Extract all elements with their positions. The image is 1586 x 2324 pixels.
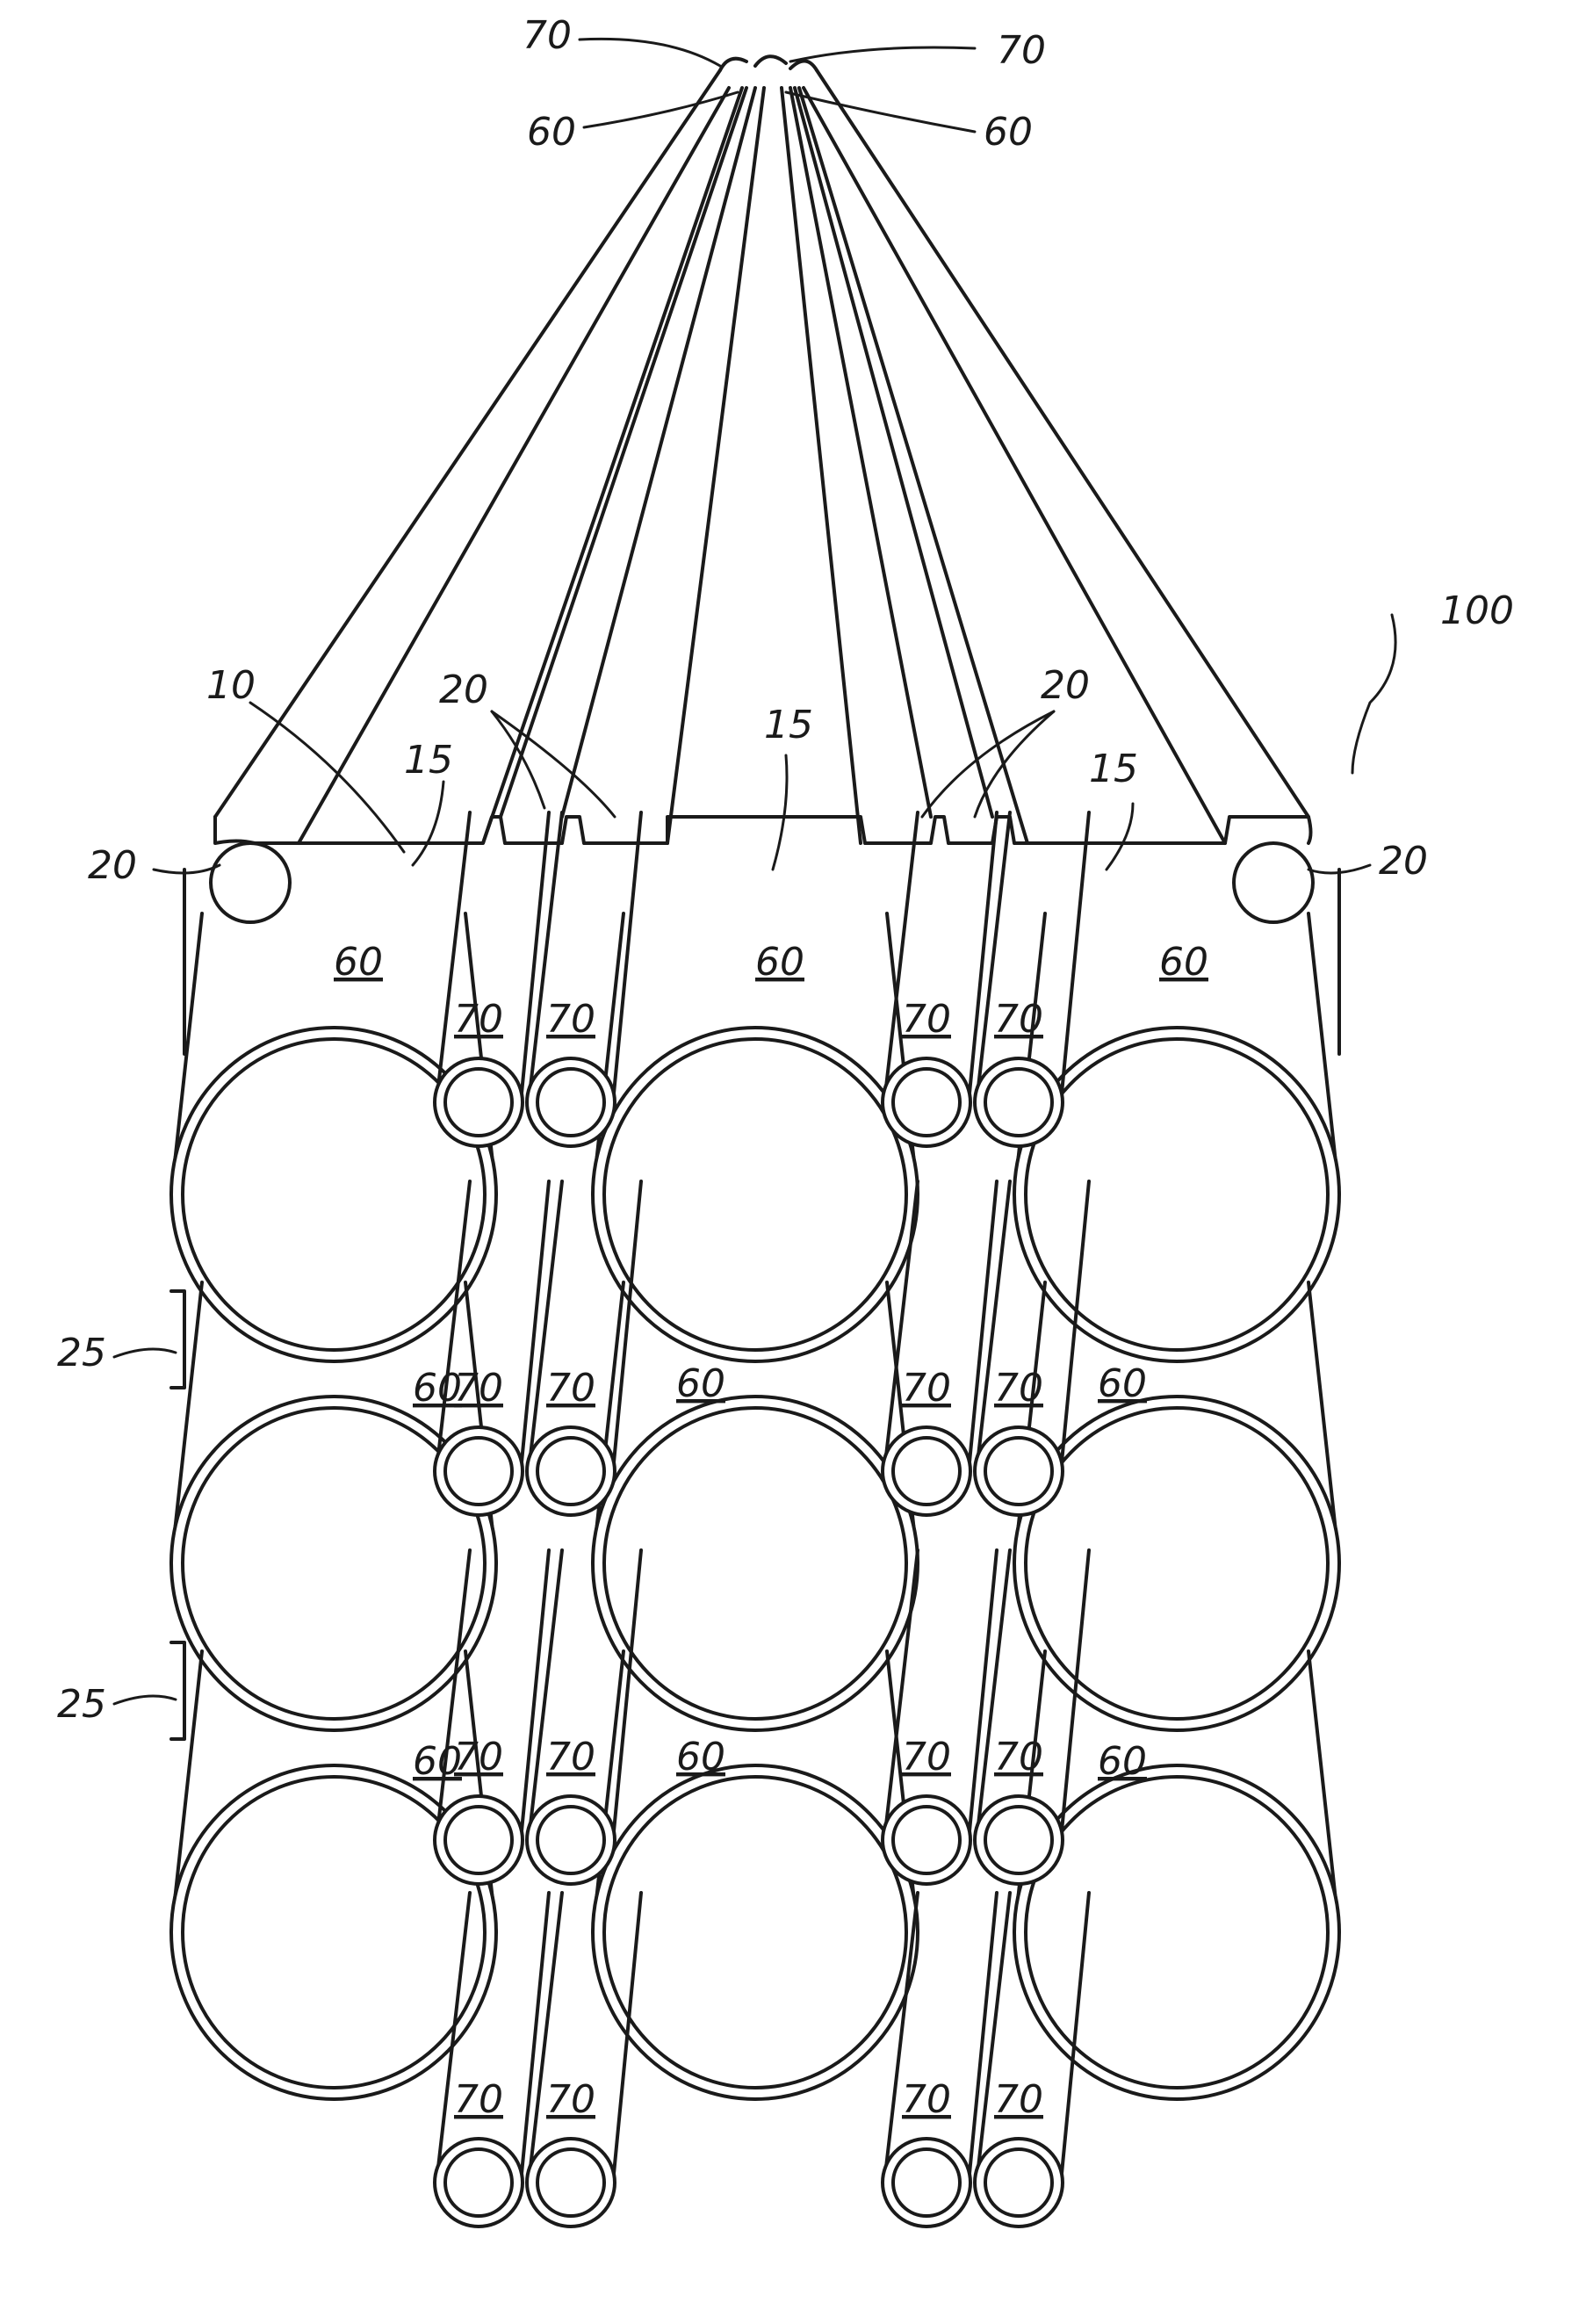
label-large-tube: 60 bbox=[413, 1739, 462, 1784]
label-step-lower: 25 bbox=[57, 1682, 106, 1727]
label-small-tube: 70 bbox=[994, 1366, 1043, 1411]
label-large-tube-top-left: 60 bbox=[527, 110, 576, 155]
label-large-tube: 60 bbox=[1098, 1739, 1147, 1784]
large-tubes bbox=[171, 913, 1339, 2099]
label-large-tube: 60 bbox=[1159, 940, 1208, 985]
label-clip-right: 20 bbox=[1379, 839, 1428, 884]
label-clip-top-right: 20 bbox=[1041, 663, 1090, 708]
label-small-tube: 70 bbox=[994, 2077, 1043, 2122]
label-small-tube: 70 bbox=[454, 997, 503, 1042]
label-small-tube: 70 bbox=[902, 1735, 951, 1779]
label-small-tube: 70 bbox=[994, 1735, 1043, 1779]
label-clip-top-left: 20 bbox=[439, 668, 488, 712]
label-channel-center: 15 bbox=[764, 703, 813, 747]
label-small-tube: 70 bbox=[546, 1735, 595, 1779]
label-small-tube: 70 bbox=[994, 997, 1043, 1042]
label-channel-right: 15 bbox=[1089, 747, 1138, 791]
label-large-tube: 60 bbox=[676, 1361, 725, 1406]
label-assembly: 100 bbox=[1440, 588, 1514, 633]
label-small-tube: 70 bbox=[902, 1366, 951, 1411]
label-small-tube: 70 bbox=[546, 2077, 595, 2122]
label-small-tube: 70 bbox=[902, 2077, 951, 2122]
label-large-tube: 60 bbox=[334, 940, 383, 985]
label-sheet: 10 bbox=[206, 663, 256, 708]
label-small-tube: 70 bbox=[546, 997, 595, 1042]
label-large-tube-top-right: 60 bbox=[984, 110, 1033, 155]
label-step-upper: 25 bbox=[57, 1331, 106, 1375]
label-clip-left: 20 bbox=[88, 843, 137, 888]
label-small-tube-top-right: 70 bbox=[997, 28, 1046, 73]
label-large-tube: 60 bbox=[413, 1366, 462, 1411]
label-channel-left: 15 bbox=[404, 738, 453, 783]
label-large-tube: 60 bbox=[755, 940, 804, 985]
label-small-tube-top-left: 70 bbox=[523, 13, 572, 58]
label-large-tube: 60 bbox=[1098, 1361, 1147, 1406]
label-small-tube: 70 bbox=[546, 1366, 595, 1411]
label-large-tube: 60 bbox=[676, 1735, 725, 1779]
label-small-tube: 70 bbox=[454, 2077, 503, 2122]
label-small-tube: 70 bbox=[902, 997, 951, 1042]
converging-tube-lines bbox=[215, 56, 1308, 843]
